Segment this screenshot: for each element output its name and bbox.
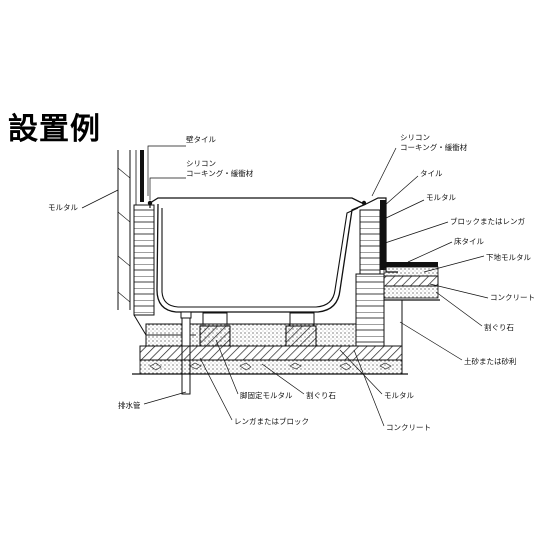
label-leg-fixing-mortar: 脚固定モルタル [240, 390, 293, 400]
label-crushed-stone-bottom: 割ぐり石 [306, 390, 336, 400]
label-soil-or-gravel: 土砂または砂利 [464, 356, 517, 366]
foundation-layers [132, 345, 408, 375]
label-tile: タイル [420, 169, 443, 178]
left-wall [117, 150, 144, 310]
label-block-or-brick: ブロックまたはレンガ [450, 216, 525, 226]
label-concrete-bottom: コンクリート [386, 423, 431, 432]
label-base-mortar: 下地モルタル [486, 252, 531, 262]
page-title: 設置例 [8, 112, 101, 147]
label-drain-pipe: 排水管 [118, 400, 141, 410]
label-silicone-right-2: コーキング・緩衝材 [400, 142, 468, 152]
label-silicone-right-1: シリコン [400, 133, 430, 142]
label-crushed-stone-right: 割ぐり石 [484, 322, 514, 332]
right-floor [383, 262, 440, 374]
bathtub [147, 197, 367, 319]
label-mortar-left: モルタル [48, 203, 78, 212]
label-floor-tile: 床タイル [454, 236, 484, 246]
label-wall-tile: 壁タイル [186, 134, 216, 144]
mortar-fill [145, 323, 359, 347]
right-wall [355, 197, 398, 347]
label-mortar-bottom: モルタル [384, 391, 414, 400]
label-concrete-right: コンクリート [490, 293, 535, 302]
leader-lines [81, 145, 489, 427]
label-brick-or-block: レンガまたはブロック [234, 416, 309, 426]
label-mortar-right: モルタル [426, 193, 456, 202]
left-block-column [133, 204, 196, 336]
label-silicone-left-1: シリコン [186, 159, 216, 168]
labels: 壁タイル シリコン コーキング・緩衝材 モルタル シリコン コーキング・緩衝材 … [48, 133, 535, 432]
label-silicone-left-2: コーキング・緩衝材 [186, 168, 254, 178]
